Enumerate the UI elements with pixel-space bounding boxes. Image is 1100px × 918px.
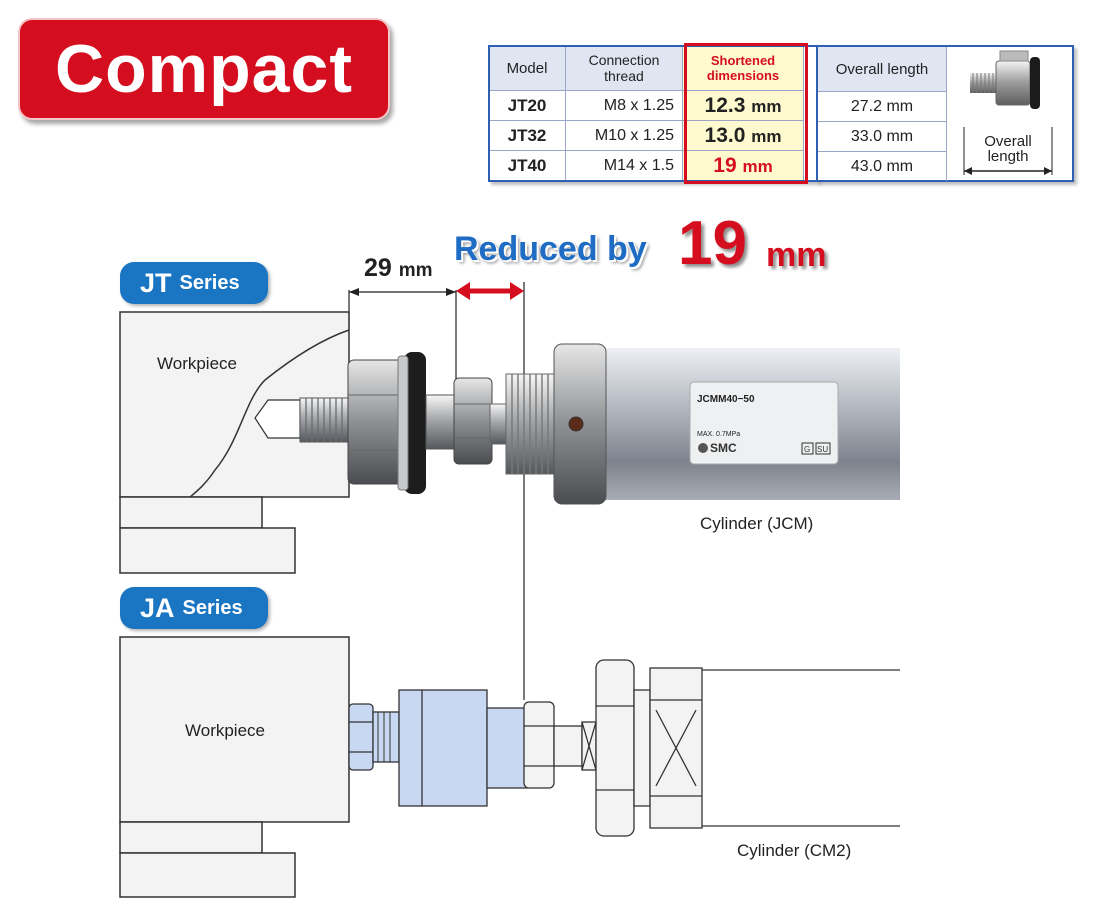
dimension-lines (348, 282, 525, 700)
cyl-label-su: SU (817, 445, 828, 454)
cylinder-cm2-label: Cylinder (CM2) (737, 841, 852, 860)
overall-label-line2: length (987, 148, 1029, 165)
row-shortened: 19 mm (682, 150, 804, 181)
overall-cell: 33.0 mm (818, 122, 947, 152)
compact-badge: Compact (18, 18, 390, 120)
table-row: JT40 M14 x 1.5 19 mm (488, 150, 804, 181)
jcm-cylinder: JCMM40−50 MAX. 0.7MPa SMC G SU (505, 343, 900, 505)
series-word: Series (182, 596, 243, 619)
row-shortened: 13.0 mm (682, 120, 804, 151)
reduction-arrow (456, 282, 524, 300)
jt-series-label: JT Series (120, 262, 268, 304)
shortened-highlight (684, 43, 808, 184)
header-overall: Overall length (818, 47, 947, 92)
cyl-label-pressure: MAX. 0.7MPa (697, 431, 740, 438)
ja-series-label: JA Series (120, 587, 268, 629)
row-shortened: 12.3 mm (682, 90, 804, 121)
overall-cell: 27.2 mm (818, 92, 947, 122)
short-value: 13.0 (704, 123, 746, 147)
overall-label-line1: Overall (984, 133, 1032, 150)
cyl-label-g: G (804, 445, 810, 454)
ja-assembly (348, 659, 900, 837)
overall-length-label: Overall length (972, 134, 1044, 164)
reduced-by-text: Reduced by (454, 230, 647, 268)
fitting-thumbnail (963, 50, 1053, 175)
short-value: 12.3 (704, 93, 746, 117)
series-code: JT (140, 267, 172, 298)
jt-workpiece (119, 311, 350, 574)
overall-cell: 43.0 mm (818, 152, 947, 181)
cyl-label-model: JCMM40−50 (697, 394, 755, 405)
workpiece-bottom-label: Workpiece (185, 721, 265, 740)
cylinder-jcm-label: Cylinder (JCM) (700, 514, 814, 533)
cyl-label-brand: SMC (710, 441, 737, 455)
row-thread: M14 x 1.5 (565, 150, 683, 181)
reduced-unit: mm (766, 236, 827, 274)
row-thread: M10 x 1.25 (565, 120, 683, 151)
dimension-29: 29 mm (364, 254, 433, 283)
table-row: JT32 M10 x 1.25 13.0 mm (488, 120, 804, 151)
spec-table-header: Model Connection thread Shortened dimens… (488, 45, 804, 91)
reduced-value: 19 (678, 209, 747, 278)
series-word: Series (179, 271, 240, 294)
dim-unit: mm (398, 260, 433, 281)
short-unit: mm (751, 126, 782, 146)
spec-table: Model Connection thread Shortened dimens… (488, 45, 804, 181)
workpiece-top-label: Workpiece (157, 354, 237, 373)
header-thread: Connection thread (565, 45, 683, 91)
ja-workpiece (119, 636, 350, 898)
dim-value: 29 (364, 254, 392, 282)
short-unit: mm (751, 96, 782, 116)
series-code: JA (140, 592, 175, 623)
row-thread: M8 x 1.25 (565, 90, 683, 121)
short-unit: mm (742, 156, 773, 176)
short-value: 19 (713, 153, 737, 177)
